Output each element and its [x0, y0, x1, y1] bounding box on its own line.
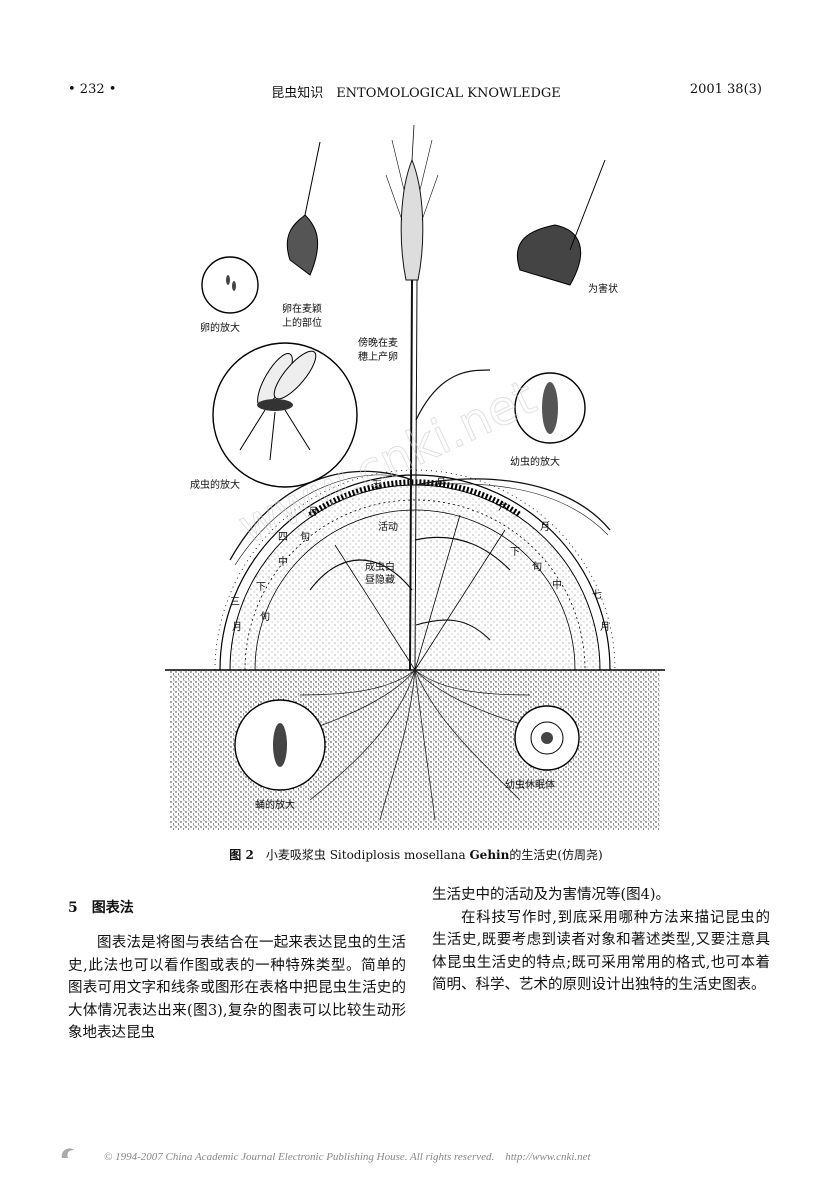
egg-mag-label: 卵的放大	[200, 321, 240, 334]
pupa-mag-label: 蛹的放大	[255, 798, 295, 811]
month-label: 月	[600, 621, 610, 633]
period-label: 旬	[260, 610, 270, 623]
month-label: 三	[230, 597, 240, 608]
adult-magnified-circle	[212, 342, 358, 488]
month-label: 五	[372, 480, 382, 491]
glume-with-eggs	[286, 214, 319, 276]
larva-dormant-label: 幼虫休眠体	[505, 778, 555, 791]
wheat-plant	[229, 124, 611, 671]
month-label: 月	[308, 506, 318, 518]
month-label: 月	[436, 477, 446, 489]
right-column: 生活史中的活动及为害情况等(图4)。 在科技写作时,到底采用哪种方法来描记昆虫的…	[432, 884, 770, 997]
roots	[279, 669, 561, 821]
larva-mag-label: 幼虫的放大	[510, 455, 560, 468]
damage-label: 为害状	[588, 282, 618, 295]
figure-number: 图 2	[229, 848, 254, 862]
issue-info: 2001 38(3)	[689, 82, 762, 97]
adult-hide-label: 成虫白	[365, 560, 395, 573]
egg-magnified-circle	[201, 256, 259, 314]
period-label: 下	[256, 582, 266, 593]
caption-tail: 的生活史(仿周尧)	[509, 848, 603, 862]
journal-title: 昆虫知识 ENTOMOLOGICAL KNOWLEDGE	[271, 86, 561, 101]
month-label: 月	[540, 521, 550, 533]
month-label: 七	[592, 589, 602, 601]
month-label: 六	[498, 501, 508, 513]
paragraph: 图表法是将图与表结合在一起来表达昆虫的生活史,此法也可以看作图或表的一种特殊类型…	[68, 935, 406, 1041]
egg-pos-label: 卵在麦颖	[282, 302, 322, 315]
figure-caption: 图 2 小麦吸浆虫 Sitodiplosis mosellana Gehin的生…	[0, 846, 832, 863]
month-label: 月	[232, 621, 242, 633]
section-number: 5	[68, 900, 78, 916]
dusk-label: 穗上产卵	[358, 350, 398, 363]
period-label: 中	[552, 578, 562, 591]
period-label: 下	[510, 547, 520, 558]
calendar-ring	[219, 474, 611, 671]
adult-mag-label: 成虫的放大	[190, 478, 240, 491]
active-band	[308, 479, 522, 518]
period-label: 中	[278, 555, 288, 568]
section-title: 图表法	[91, 900, 134, 916]
cnki-logo-icon	[61, 1148, 74, 1158]
species-author: Gehin	[469, 848, 510, 862]
damaged-glume	[517, 224, 582, 286]
adult-hide-label: 昼隐藏	[365, 574, 395, 586]
wheat-ear	[400, 158, 424, 281]
egg-pos-label: 上的部位	[282, 316, 322, 329]
dusk-label: 傍晚在麦	[358, 336, 398, 349]
page-number: • 232 •	[68, 82, 117, 97]
caption-cn: 小麦吸浆虫	[265, 848, 326, 862]
species-name: Sitodiplosis mosellana	[329, 848, 466, 862]
footer-text: © 1994-2007 China Academic Journal Elect…	[104, 1151, 591, 1163]
period-label: 旬	[300, 530, 310, 543]
life-cycle-figure: 三 月 四 月 五 月 六 月 七 月 下 旬 中 旬 下 旬 中 活动 成虫白…	[165, 124, 665, 830]
paragraph: 生活史中的活动及为害情况等(图4)。	[432, 887, 671, 903]
left-column: 图表法是将图与表结合在一起来表达昆虫的生活史,此法也可以看作图或表的一种特殊类型…	[68, 932, 406, 1045]
paragraph: 在科技写作时,到底采用哪种方法来描记昆虫的生活史,既要考虑到读者对象和著述类型,…	[432, 909, 770, 994]
active-label: 活动	[378, 521, 398, 533]
section-heading: 5 图表法	[68, 897, 134, 917]
month-label: 四	[278, 532, 288, 543]
period-label: 旬	[532, 560, 542, 573]
